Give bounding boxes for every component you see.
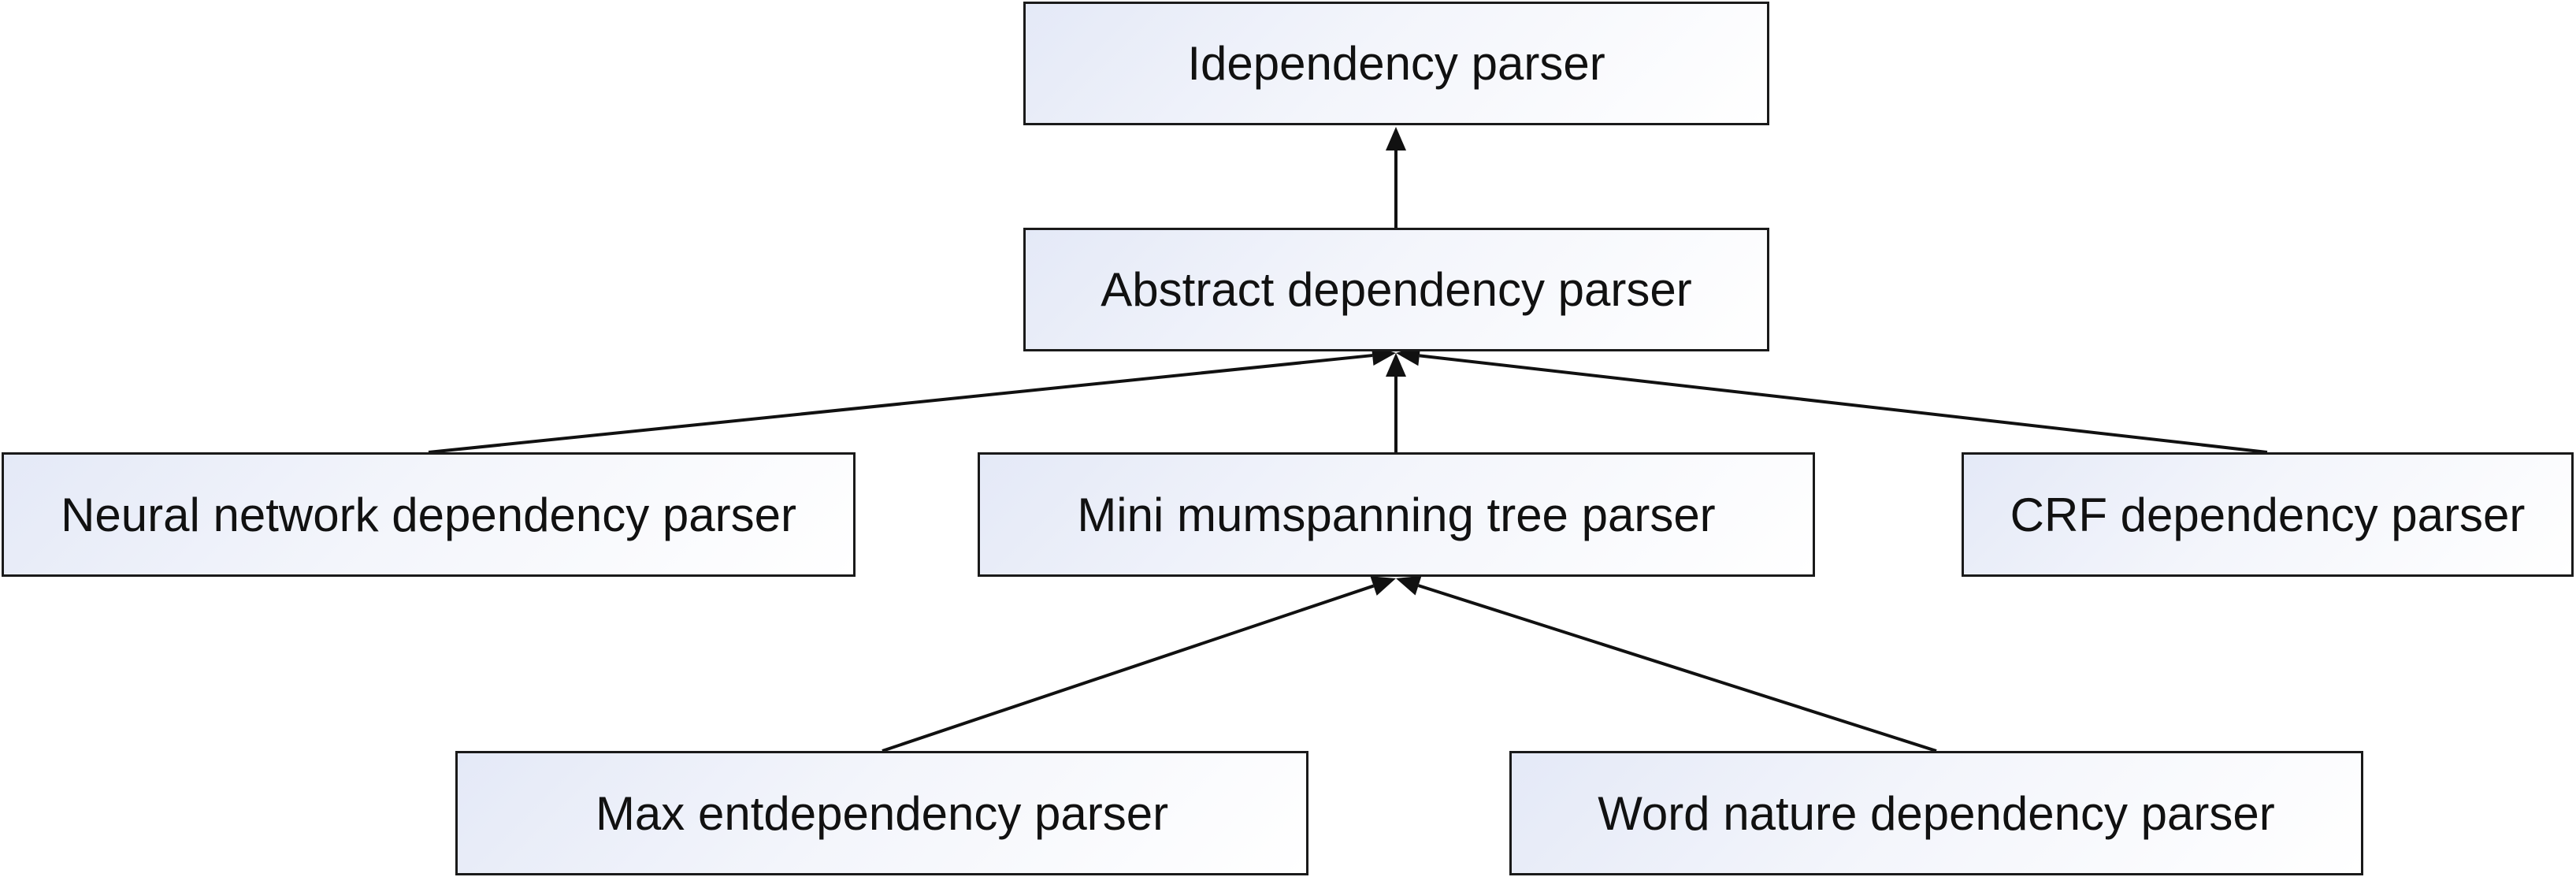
arrowhead <box>1396 575 1422 596</box>
arrowhead <box>1386 353 1406 377</box>
node-max-entdependency-parser: Max entdependency parser <box>455 751 1308 875</box>
edge-line <box>1417 584 1937 753</box>
edge-maxent-to-mst <box>882 576 1396 753</box>
node-abstract-dependency-parser: Abstract dependency parser <box>1023 228 1769 351</box>
arrowhead <box>1370 576 1396 596</box>
edge-mst-to-abstract <box>1386 353 1406 452</box>
node-mini-mumspanning-tree-parser: Mini mumspanning tree parser <box>978 452 1815 577</box>
node-neural-network-dependency-parser: Neural network dependency parser <box>2 452 856 577</box>
edge-wordnature-to-mst <box>1396 575 1937 753</box>
edge-neural-to-abstract <box>428 345 1396 454</box>
arrowhead <box>1386 127 1406 151</box>
node-word-nature-dependency-parser: Word nature dependency parser <box>1509 751 2363 875</box>
edge-line <box>428 354 1373 454</box>
edge-abstract-to-idependency <box>1386 127 1406 228</box>
edge-line <box>882 584 1375 753</box>
edge-line <box>1419 354 2268 454</box>
node-crf-dependency-parser: CRF dependency parser <box>1962 452 2574 577</box>
edge-crf-to-abstract <box>1396 345 2268 454</box>
node-idependency-parser: Idependency parser <box>1023 2 1769 125</box>
